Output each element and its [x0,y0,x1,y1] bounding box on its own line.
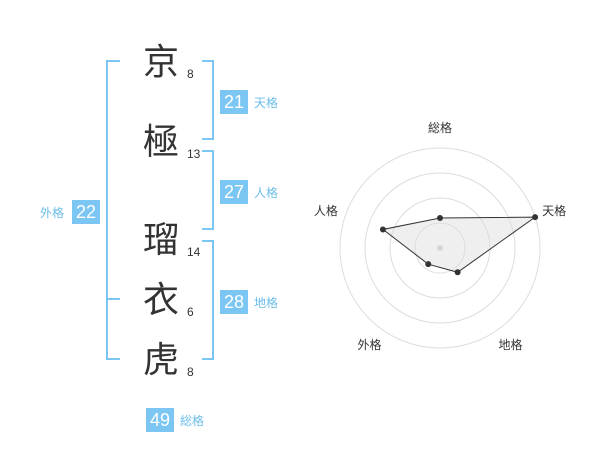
radar-point-5 [379,226,386,233]
radar-ring-3 [364,172,516,324]
radar-ring-2 [389,197,491,299]
radar-point-4 [425,261,432,268]
jinkaku-bracket-vertical [212,150,214,230]
tenkaku-bracket-top [202,60,214,62]
stroke-count-2: 13 [187,147,201,161]
stroke-count-1: 8 [187,67,194,81]
gaikaku-bracket-vertical [106,60,108,360]
radar-ring-4 [339,147,541,349]
chikaku-bracket-bottom [202,358,214,360]
soukaku-value-badge: 49 [146,408,174,432]
radar-center-dot [437,245,443,251]
gaikaku-bracket-mid [106,298,120,300]
gaikaku-value-badge: 22 [72,200,100,224]
radar-axis-label-3: 地格 [499,337,523,352]
name-char-1: 京 [142,42,179,83]
chikaku-value-badge: 28 [220,290,248,314]
tenkaku-label: 天格 [254,96,279,110]
jinkaku-bracket-bottom [202,228,214,230]
radar-point-3 [454,269,461,276]
tenkaku-bracket-bottom [202,138,214,140]
name-char-2: 極 [142,122,179,163]
gaikaku-bracket-top [106,60,120,62]
stroke-count-5: 8 [187,365,194,379]
stroke-count-4: 6 [187,305,194,319]
gaikaku-bracket-bottom [106,358,120,360]
radar-points [379,214,539,276]
radar-ring-1 [414,222,466,274]
radar-point-1 [437,215,443,221]
name-char-3: 瑠 [142,220,179,261]
tenkaku-bracket-vertical [212,60,214,140]
chikaku-bracket-top [202,240,214,242]
name-char-4: 衣 [142,280,179,321]
jinkaku-label: 人格 [254,186,279,200]
radar-point-2 [532,214,539,221]
chikaku-bracket-vertical [212,240,214,360]
radar-data-polygon [381,216,537,273]
radar-axis-label-1: 総格 [428,120,452,135]
radar-rings [339,147,541,349]
radar-axis-label-5: 人格 [314,203,338,218]
name-char-5: 虎 [142,340,179,381]
soukaku-label: 総格 [180,414,205,428]
chikaku-label: 地格 [254,296,279,310]
jinkaku-value-badge: 27 [220,180,248,204]
jinkaku-bracket-top [202,150,214,152]
stroke-count-3: 14 [187,245,201,259]
tenkaku-value-badge: 21 [220,90,248,114]
radar-axis-label-2: 天格 [542,203,566,218]
radar-axis-label-4: 外格 [357,337,381,352]
gaikaku-label: 外格 [40,206,65,220]
